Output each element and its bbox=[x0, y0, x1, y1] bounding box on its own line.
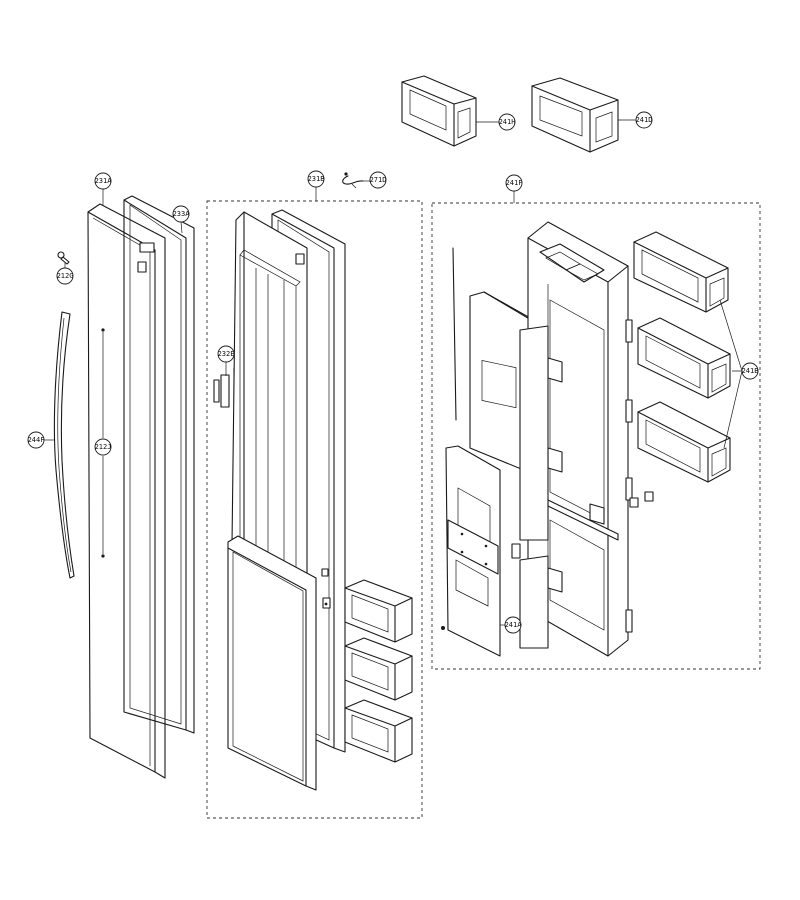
svg-text:244F: 244F bbox=[28, 436, 45, 444]
svg-text:241H: 241H bbox=[499, 118, 516, 126]
svg-text:241D: 241D bbox=[636, 116, 653, 124]
callout-212J: 212J bbox=[94, 438, 112, 456]
svg-text:241F: 241F bbox=[506, 179, 523, 187]
svg-text:241B: 241B bbox=[742, 367, 759, 375]
right-door-part-231B bbox=[227, 209, 346, 791]
svg-text:271D: 271D bbox=[370, 176, 387, 184]
inner-door-liner-part-241F bbox=[441, 221, 654, 657]
door-bin-lower-left-assembly bbox=[344, 699, 413, 763]
assembly-box-231B bbox=[206, 200, 423, 819]
callout-244F: 244F bbox=[27, 431, 45, 449]
callout-271D: 271D bbox=[369, 171, 387, 189]
svg-text:231B: 231B bbox=[308, 175, 325, 183]
svg-text:212J: 212J bbox=[95, 443, 112, 451]
callout-231A: 231A bbox=[94, 172, 113, 190]
leader-241B bbox=[719, 299, 743, 449]
svg-text:241A: 241A bbox=[505, 621, 523, 629]
screw-part-212G bbox=[57, 251, 70, 268]
callout-241A: 241A bbox=[504, 616, 523, 634]
door-bin-part-241H bbox=[401, 75, 477, 147]
door-gasket-part-233A bbox=[123, 195, 195, 734]
callout-231B: 231B bbox=[307, 170, 325, 188]
svg-text:231A: 231A bbox=[95, 177, 113, 185]
svg-text:233A: 233A bbox=[173, 210, 191, 218]
callout-241F: 241F bbox=[505, 174, 523, 192]
leader-233A bbox=[180, 221, 183, 234]
callout-241H: 241H bbox=[498, 113, 516, 131]
wire-part-271D bbox=[342, 172, 364, 189]
callout-232E: 232E bbox=[217, 345, 235, 363]
door-handle-part-244F bbox=[53, 311, 75, 579]
svg-text:232E: 232E bbox=[218, 350, 235, 358]
door-bin-middle-part-241B bbox=[637, 317, 731, 399]
callout-241D: 241D bbox=[635, 111, 653, 129]
callout-212G: 212G bbox=[56, 267, 74, 285]
assembly-box-241F bbox=[431, 202, 761, 670]
callout-241B: 241B bbox=[741, 362, 759, 380]
left-door-panel-231A bbox=[87, 203, 166, 779]
door-bin-middle-left-assembly bbox=[344, 637, 413, 701]
callout-233A: 233A bbox=[172, 205, 191, 223]
door-bin-upper-part-241B bbox=[633, 231, 729, 313]
svg-text:212G: 212G bbox=[57, 272, 74, 280]
door-bin-lower-part-241B bbox=[637, 401, 731, 483]
door-bin-part-241D bbox=[531, 77, 619, 153]
door-bin-upper-left-assembly bbox=[344, 579, 413, 643]
